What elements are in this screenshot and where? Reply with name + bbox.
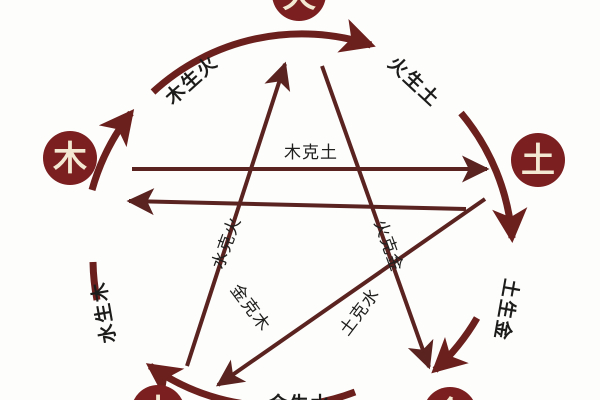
arc-metal-generates-water [145,363,357,400]
node-earth-label: 土 [521,141,555,181]
arc-fire-generates-earth [458,110,528,244]
node-wood-label: 木 [52,139,87,179]
arc-wood-generates-fire [88,109,135,191]
node-water-circle[interactable] [131,385,185,400]
node-metal-circle[interactable] [423,387,477,400]
node-earth-circle[interactable] [511,133,565,187]
label-metal-generates-water: 金生水 [267,392,331,400]
edge-water-overcomes-fire [185,61,291,367]
node-fire[interactable]: 火 [272,0,326,21]
edge-fire-overcomes-metal [320,65,434,370]
generating-cycle-group [88,18,528,400]
arc-wood-generates-fire-upper [150,18,376,95]
arc-earth-generates-metal [431,316,481,374]
edge-earth-overcomes-water [215,197,487,387]
node-water[interactable]: 水 [131,385,185,400]
node-fire-circle[interactable] [272,0,326,21]
label-wood-overcomes-earth: 木克土 [284,143,338,163]
node-metal[interactable]: 金 [423,387,477,400]
node-metal-label: 金 [432,395,468,400]
node-water-label: 水 [141,393,176,400]
arc-water-generates-wood [89,261,101,301]
node-wood[interactable]: 木 [43,131,97,185]
edge-metal-overcomes-wood [126,188,467,216]
node-earth[interactable]: 土 [511,133,565,187]
node-fire-label: 火 [282,0,316,16]
node-wood-circle[interactable] [43,131,97,185]
overcoming-pentagram-group [126,61,490,387]
